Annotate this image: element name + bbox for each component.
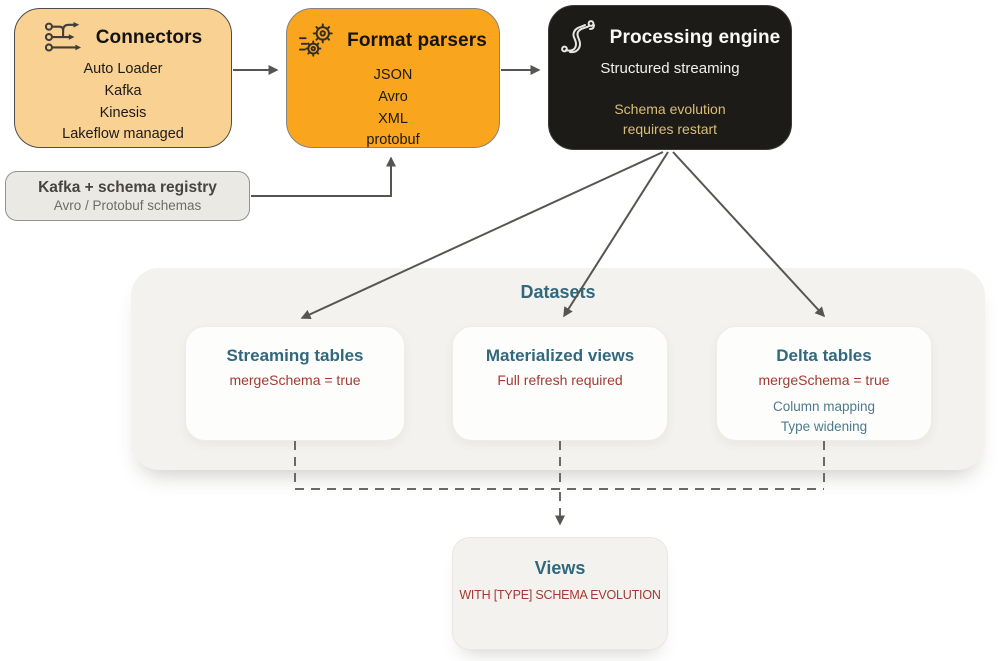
arrow-registry-to-parsers [251,156,396,197]
processing-engine-box: Processing engine Structured streaming S… [548,5,792,150]
parser-item: JSON [373,67,413,83]
streaming-tables-card: Streaming tables mergeSchema = true [185,326,405,441]
connector-item: Kinesis [99,104,147,121]
parser-item: XML [378,110,408,127]
delta-tables-extras: Column mapping Type widening [717,397,931,436]
delta-extra: Type widening [780,418,868,434]
connectors-header: Connectors [15,21,231,55]
format-parsers-title: Format parsers [347,30,487,51]
datasets-container: Datasets Streaming tables mergeSchema = … [131,268,985,470]
views-title: Views [534,558,586,578]
materialized-views-title: Materialized views [485,346,635,365]
streaming-tables-note: mergeSchema = true [229,372,361,388]
kafka-registry-title: Kafka + schema registry [38,179,217,196]
connector-item: Kafka [104,82,142,99]
connectors-items: Auto Loader Kafka Kinesis Lakeflow manag… [15,59,231,146]
connectors-title: Connectors [95,27,203,48]
note-line: requires restart [622,121,718,138]
format-parsers-box: Format parsers JSON Avro XML protobuf [286,8,500,148]
processing-engine-subtitle: Structured streaming [600,60,740,77]
stream-icon [560,20,595,54]
processing-engine-note: Schema evolution requires restart [549,99,791,140]
delta-tables-card: Delta tables mergeSchema = true Column m… [716,326,932,441]
kafka-schema-registry-box: Kafka + schema registry Avro / Protobuf … [5,171,250,221]
delta-tables-title: Delta tables [776,346,872,365]
kafka-registry-subtitle: Avro / Protobuf schemas [53,198,202,213]
gears-icon [299,23,333,57]
merge-flow-icon [44,21,81,52]
connector-item: Lakeflow managed [62,126,184,143]
format-parsers-items: JSON Avro XML protobuf [287,65,499,152]
parser-item: protobuf [366,132,420,149]
views-note: WITH [TYPE] SCHEMA EVOLUTION [459,588,661,602]
materialized-views-card: Materialized views Full refresh required [452,326,668,441]
parser-item: Avro [378,88,408,105]
processing-engine-title: Processing engine [609,27,781,48]
connectors-box: Connectors Auto Loader Kafka Kinesis Lak… [14,8,232,148]
datasets-title: Datasets [520,282,596,302]
views-box: Views WITH [TYPE] SCHEMA EVOLUTION [452,537,668,650]
processing-engine-header: Processing engine [549,20,791,56]
format-parsers-header: Format parsers [287,21,499,61]
delta-extra: Column mapping [772,399,876,414]
connector-item: Auto Loader [83,61,163,77]
materialized-views-note: Full refresh required [497,372,623,388]
delta-tables-note: mergeSchema = true [758,372,890,388]
streaming-tables-title: Streaming tables [226,346,364,365]
note-line: Schema evolution [614,101,726,117]
